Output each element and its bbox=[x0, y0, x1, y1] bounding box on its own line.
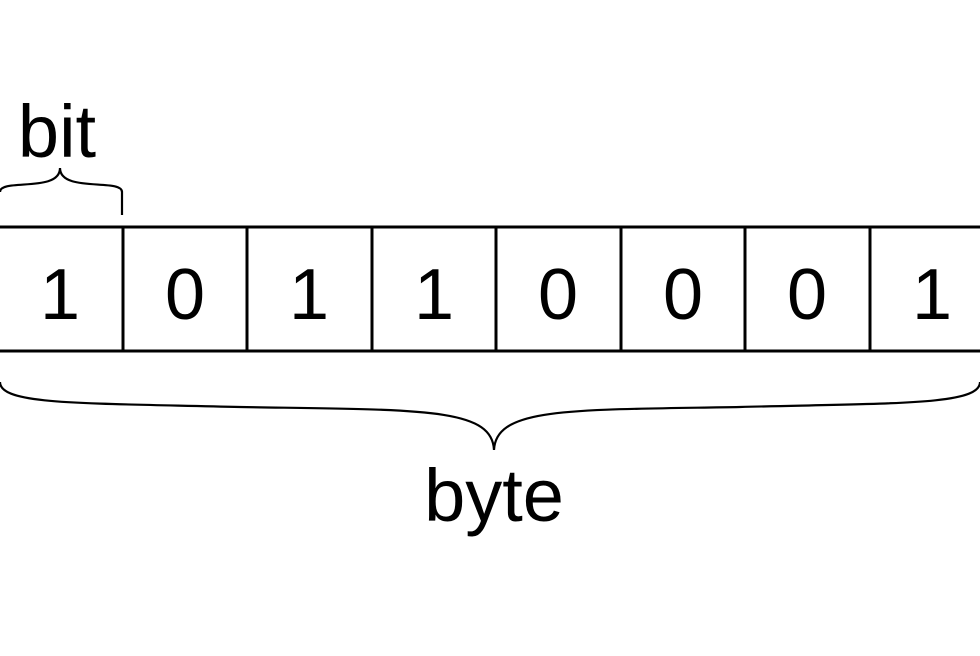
bit-cell-value: 1 bbox=[414, 255, 454, 335]
byte-label: byte bbox=[424, 454, 564, 537]
bit-cell-value: 1 bbox=[40, 255, 80, 335]
bit-cell-value: 0 bbox=[663, 255, 703, 335]
bit-cell-value: 0 bbox=[165, 255, 205, 335]
byte-brace bbox=[0, 381, 980, 451]
bit-cell-value: 0 bbox=[538, 255, 578, 335]
bit-cell-value: 1 bbox=[289, 255, 329, 335]
bit-cell-value: 0 bbox=[787, 255, 827, 335]
byte-row: 1 0 1 1 0 0 0 1 bbox=[0, 225, 980, 353]
bit-label: bit bbox=[18, 90, 97, 173]
bit-brace bbox=[0, 167, 124, 215]
bit-cell-value: 1 bbox=[912, 255, 952, 335]
